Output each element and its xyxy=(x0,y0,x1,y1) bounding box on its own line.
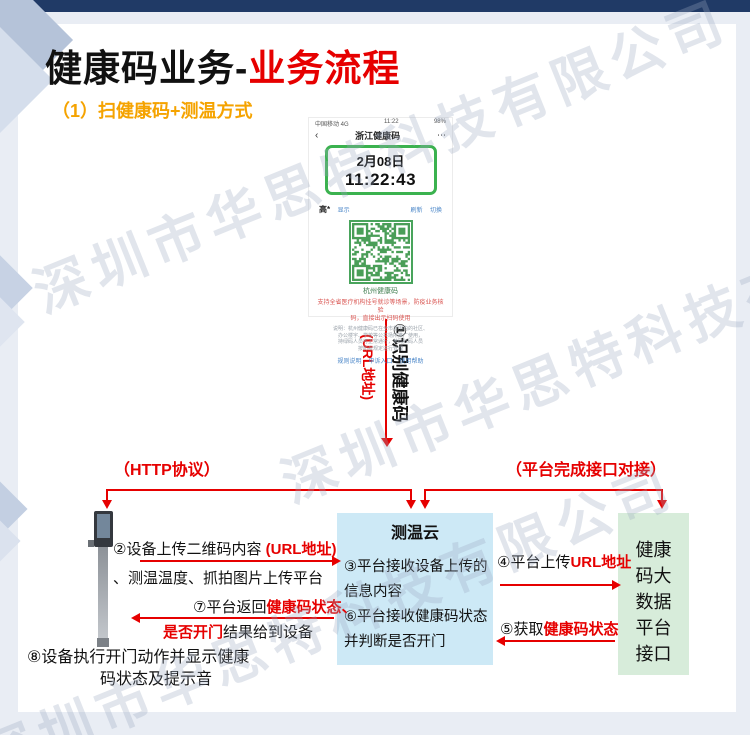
device-screen xyxy=(97,514,110,538)
step2-arrowhead xyxy=(332,556,341,566)
http-bracket-arrowhead-right xyxy=(406,500,416,509)
http-bracket-line xyxy=(106,489,412,491)
switch-link[interactable]: 切换 xyxy=(429,208,442,214)
step7-status-label: 健康码状态、 xyxy=(266,599,357,616)
carrier-label: 中国移动 4G xyxy=(315,122,349,128)
step8-text-line1: ⑧设备执行开门动作并显示健康 xyxy=(27,649,250,666)
qr-frame xyxy=(348,220,413,284)
platform-box-text: 数据 xyxy=(635,592,672,612)
device-base xyxy=(97,638,109,647)
phone-nav-bar: ‹ 浙江健康码 ⋯ xyxy=(309,129,452,142)
app-title: 浙江健康码 xyxy=(355,131,401,141)
step5-text: ⑤获取 xyxy=(500,621,544,638)
user-row: 高* 显示 刷新 切换 xyxy=(309,199,452,217)
platform-box-text: 接口 xyxy=(635,644,672,664)
step3-text-line2: 信息内容 xyxy=(344,584,402,600)
temperature-cloud-box: 测温云 ③平台接收设备上传的 信息内容 ⑥平台接收健康码状态 并判断是否开门 xyxy=(337,513,493,665)
step4-text: ④平台上传 xyxy=(497,554,571,571)
step6-text-line1: ⑥平台接收健康码状态 xyxy=(344,609,488,625)
page-title-red: 业务流程 xyxy=(248,48,401,89)
step2-text-line2: 、测温温度、抓拍图片上传平台 xyxy=(113,570,324,587)
dock-bracket-drop-right xyxy=(661,489,663,501)
statusbar-time: 11:22 xyxy=(384,119,399,125)
time-label: 11:22:43 xyxy=(344,170,417,189)
http-protocol-label: （HTTP协议） xyxy=(114,462,220,479)
step7-text-line2: 结果给到设备 xyxy=(223,624,314,641)
footer-link[interactable]: 申诉入口 xyxy=(368,359,393,365)
step4-arrow-line xyxy=(500,584,612,586)
platform-box-text: 码大 xyxy=(635,566,672,586)
user-name: 高* xyxy=(319,205,331,214)
footer-link[interactable]: 规则说明 xyxy=(337,359,362,365)
cloud-box-title: 测温云 xyxy=(390,525,439,542)
step7-arrow-line xyxy=(140,617,334,619)
device-bracket xyxy=(88,540,94,547)
step2-arrow-line xyxy=(140,560,332,562)
phone-screenshot: 中国移动 4G 11:22 98% ‹ 浙江健康码 ⋯ 2月08日 11:22:… xyxy=(308,117,453,365)
step3-text-line1: ③平台接收设备上传的 xyxy=(344,559,488,575)
step6-text-line2: 并判断是否开门 xyxy=(344,634,446,650)
platform-box-text: 健康 xyxy=(635,540,672,560)
http-bracket-drop-left xyxy=(106,489,108,501)
step7-arrowhead xyxy=(131,613,140,623)
dock-bracket-line xyxy=(424,489,663,491)
step4-arrowhead xyxy=(612,580,621,590)
more-icon[interactable]: ⋯ xyxy=(437,130,446,140)
step7-text: ⑦平台返回 xyxy=(193,599,267,616)
dock-bracket-arrowhead-right xyxy=(657,500,667,509)
step2-url-label: (URL地址) xyxy=(265,541,337,558)
qr-code-canvas xyxy=(351,223,410,281)
step2-text: ②设备上传二维码内容 xyxy=(113,541,266,558)
step5-arrow-line xyxy=(505,640,615,642)
refresh-link[interactable]: 刷新 xyxy=(410,208,423,214)
battery-label: 98% xyxy=(433,119,446,125)
page-title-black: 健康码业务- xyxy=(45,48,249,89)
http-bracket-drop-right xyxy=(410,489,412,501)
step1-arrow-line xyxy=(385,319,387,439)
step5-status-label: 健康码状态 xyxy=(543,621,619,638)
http-bracket-arrowhead-left xyxy=(102,500,112,509)
device-pole xyxy=(98,547,108,640)
red-notice: 支持全省医疗机构挂号就诊等场景，防疫业务核验 码，直接出示扫码使用 xyxy=(317,300,444,322)
step7-door-label: 是否开门 xyxy=(163,624,224,641)
dock-bracket-arrowhead-left xyxy=(420,500,430,509)
back-icon[interactable]: ‹ xyxy=(315,129,319,141)
top-accent-bar xyxy=(0,0,750,12)
gray-notice: 说明：杭州健康码已在全市范围内的社区、 办公楼宇、学校等公共场所推广使用， 持绿… xyxy=(332,326,428,352)
footer-link[interactable]: 使用帮助 xyxy=(399,359,424,365)
healthcode-platform-box: 健康 码大 数据 平台 接口 xyxy=(618,513,689,675)
platform-box-text: 平台 xyxy=(635,618,672,638)
datetime-box: 2月08日 11:22:43 xyxy=(324,145,437,195)
name-toggle-link[interactable]: 显示 xyxy=(337,208,350,214)
qr-caption: 杭州健康码 xyxy=(363,288,398,295)
dock-bracket-drop-left xyxy=(424,489,426,501)
platform-dock-label: （平台完成接口对接） xyxy=(506,462,667,479)
step4-url-label: URL地址 xyxy=(570,554,632,571)
phone-footer-links: 规则说明 申诉入口 使用帮助 xyxy=(309,356,452,365)
section-subtitle: （1）扫健康码+测温方式 xyxy=(52,101,253,121)
step5-arrowhead xyxy=(496,636,505,646)
page-title: 健康码业务-业务流程 xyxy=(45,38,400,92)
phone-status-bar: 中国移动 4G 11:22 98% xyxy=(309,118,452,128)
date-label: 2月08日 xyxy=(356,154,405,169)
step8-text-line2: 码状态及提示音 xyxy=(100,671,213,688)
step1-arrowhead xyxy=(381,438,393,447)
